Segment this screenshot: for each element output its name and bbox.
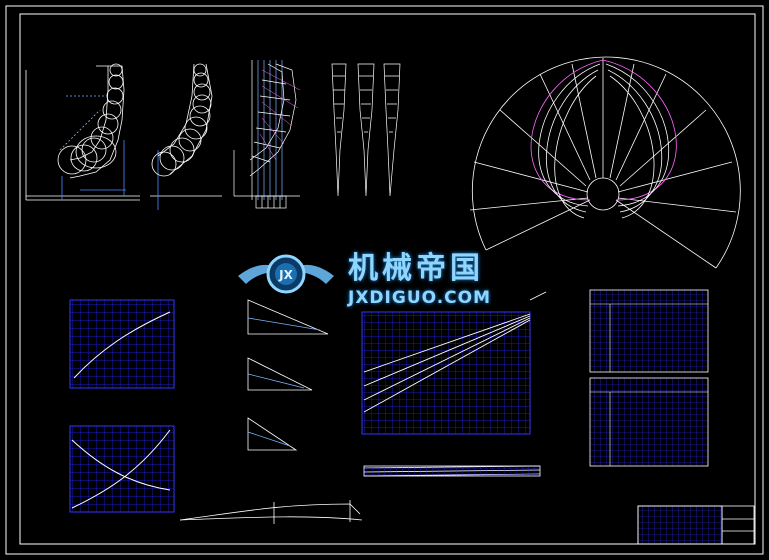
watermark-logo-letters: JX [278,268,293,282]
graph-center [361,291,547,435]
bottom-profile [179,500,363,524]
watermark-domain: JXDIGUO.COM [348,288,492,308]
thin-strip [363,465,541,477]
data-table-2 [589,377,709,467]
fan-spiral-view [469,56,741,269]
velocity-triangles [247,299,329,451]
view-1-meridional [25,63,140,201]
title-block [637,505,755,545]
data-table-1 [589,289,709,373]
inner-frame [19,13,756,545]
watermark-logo: JX [238,254,334,294]
view-2-circles [150,63,222,210]
watermark-title: 机械帝国 [348,251,484,286]
outer-frame [5,5,764,555]
view-3-blade-lines [233,60,301,209]
watermark-text: 机械帝国 JXDIGUO.COM [348,251,538,309]
view-4-blade-sections [331,63,401,197]
graph-1 [69,299,175,389]
graph-2 [69,425,175,513]
